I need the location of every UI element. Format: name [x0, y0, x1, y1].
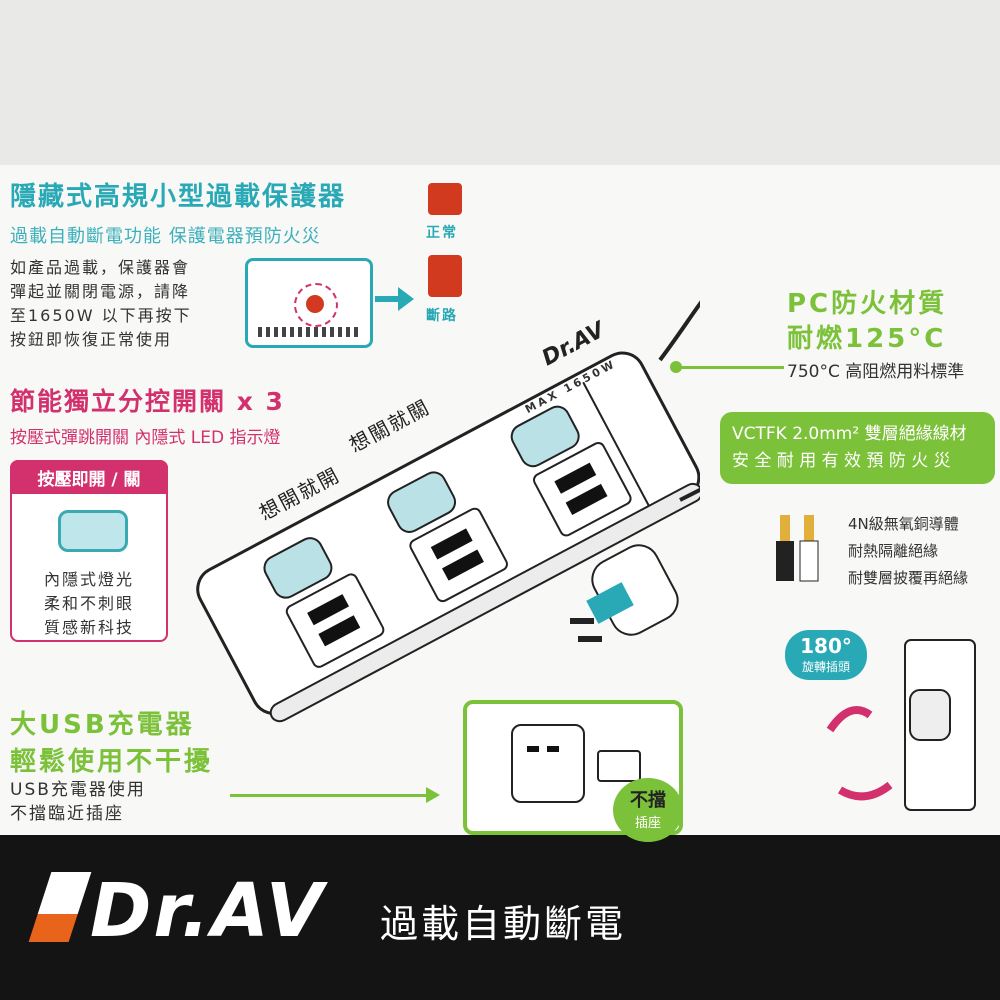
plug-prong [570, 618, 594, 624]
material-title-2: 耐燃125°C [787, 324, 947, 354]
plug-head [591, 544, 679, 636]
plug-illustration [570, 544, 679, 642]
rotate-arrow-down-icon [837, 781, 893, 801]
arrow-right-icon [398, 287, 414, 311]
adjacent-outlet-icon [597, 750, 641, 782]
rotate-badge: 180° 旋轉插頭 [785, 630, 867, 680]
wire-layer-3: 耐雙層披覆再絕緣 [848, 569, 969, 587]
material-title: PC防火材質 [787, 289, 948, 319]
switches-title: 節能獨立分控開關 x 3 [10, 387, 285, 416]
indicator-tripped-icon [428, 255, 462, 297]
press-switch-desc: 內隱式燈光 柔和不刺眼 質感新科技 [43, 570, 134, 637]
usb-arrow-icon [426, 787, 440, 803]
wire-spec-line1: VCTFK 2.0mm² 雙層絕緣線材 [732, 424, 967, 444]
usb-title-2: 輕鬆使用不干擾 [10, 747, 214, 777]
wire-layer-1: 4N級無氧銅導體 [848, 515, 959, 533]
power-strip-illustration [196, 300, 700, 723]
button-highlight-ring [294, 283, 338, 327]
overload-desc: 如產品過載，保護器會 彈起並關閉電源，請降 至1650W 以下再按下 按鈕即恢復… [10, 258, 192, 349]
usb-arrow-shaft [230, 794, 430, 797]
power-cord [658, 300, 700, 362]
overload-subtitle: 過載自動斷電功能 保護電器預防火災 [10, 226, 321, 247]
usb-charger-icon [511, 724, 585, 803]
outlet-2 [409, 507, 508, 603]
indicator-normal-icon [428, 183, 462, 215]
arrow-shaft [375, 296, 400, 302]
press-switch-icon [58, 510, 128, 552]
plug-cord [679, 487, 700, 502]
usb-badge: 不擋 插座 [613, 778, 683, 842]
indicator-tripped-label: 斷路 [426, 308, 458, 324]
indicator-normal-label: 正常 [426, 225, 458, 241]
strip-side [269, 482, 700, 723]
switch-2-icon [387, 471, 457, 533]
vent-grille [258, 327, 358, 337]
outlet-1 [285, 573, 385, 668]
outlet-3 [533, 441, 632, 537]
top-background [0, 0, 1000, 165]
material-pointer-line [676, 366, 784, 369]
reset-button-icon [306, 295, 324, 313]
switch-3-icon [510, 405, 580, 468]
footer-tagline: 過載自動斷電 [380, 902, 627, 946]
plug-grip [586, 582, 634, 624]
press-switch-label: 按壓即開 / 關 [10, 460, 168, 494]
usb-desc: USB充電器使用 不擋臨近插座 [10, 780, 146, 824]
overload-title: 隱藏式高規小型過載保護器 [10, 182, 347, 212]
rotate-arrow-up-icon [826, 706, 873, 733]
footer-bar [0, 835, 1000, 1000]
switch-1-icon [263, 537, 333, 599]
footer-brand-logo: Dr.AV [90, 868, 325, 954]
material-desc: 750°C 高阻燃用料標準 [787, 362, 965, 382]
wire-spec-badge: VCTFK 2.0mm² 雙層絕緣線材 安 全 耐 用 有 效 預 防 火 災 [720, 412, 995, 484]
wire-layer-2: 耐熱隔離絕緣 [848, 542, 939, 560]
plug-prong [578, 636, 602, 642]
wire-spec-line2: 安 全 耐 用 有 效 預 防 火 災 [732, 451, 951, 471]
switches-subtitle: 按壓式彈跳開關 內隱式 LED 指示燈 [10, 428, 281, 448]
usb-title: 大USB充電器 [10, 710, 195, 740]
material-pointer-dot [670, 361, 682, 373]
overload-button-illustration [245, 258, 373, 348]
wire-cross-section-icon [776, 515, 819, 582]
wall-socket-illustration [826, 639, 976, 811]
strip-divider [582, 381, 650, 507]
